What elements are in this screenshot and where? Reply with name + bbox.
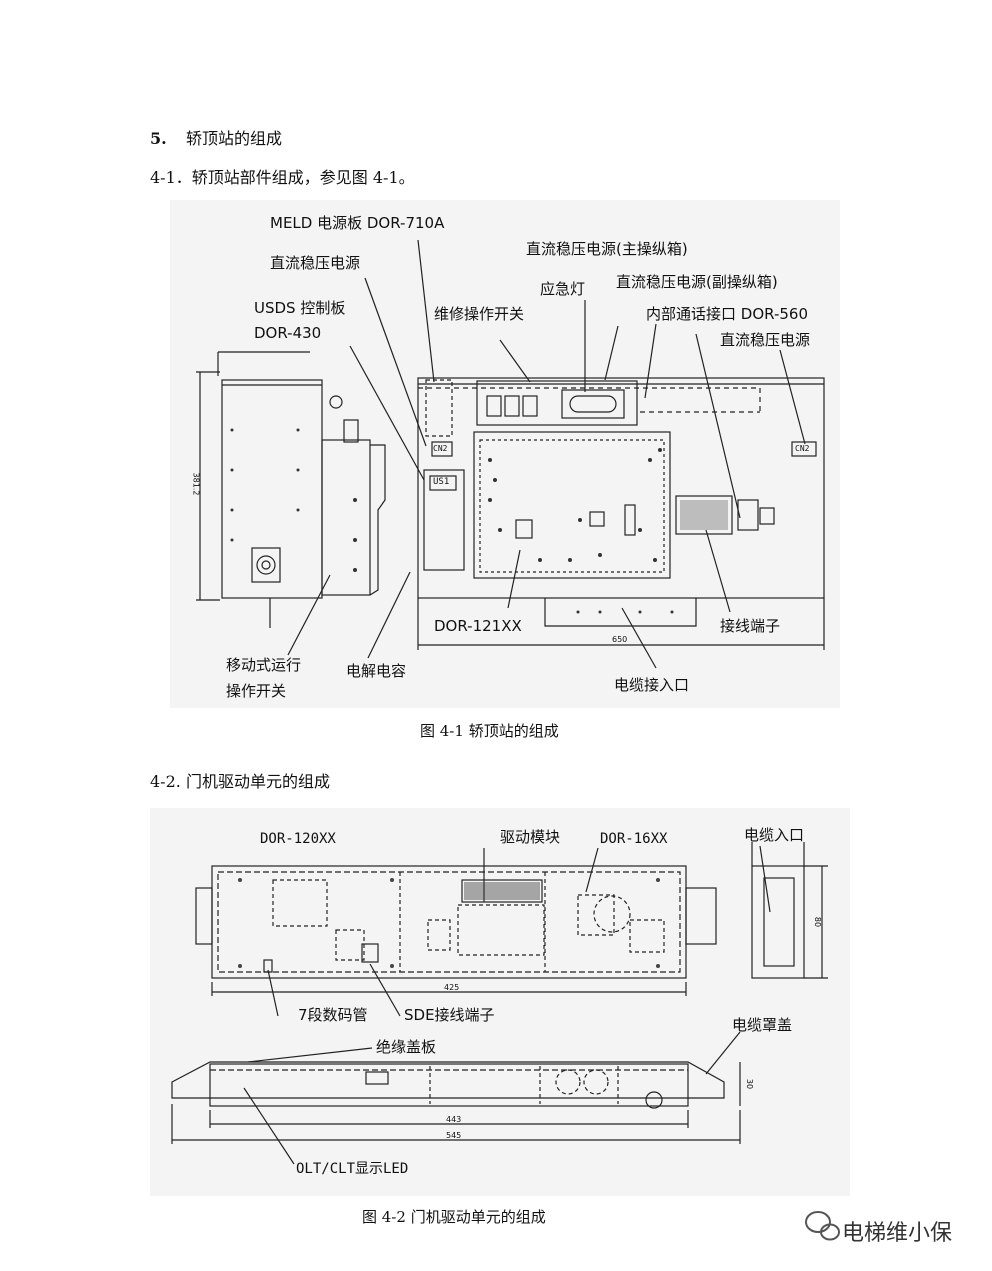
label-us1: US1 bbox=[433, 477, 450, 487]
dimension-425: 425 bbox=[444, 983, 460, 992]
figure-1-background bbox=[170, 200, 840, 708]
label-cable-inlet: 电缆接入口 bbox=[614, 676, 690, 694]
dimension-width: 650 bbox=[612, 635, 628, 644]
label-7-segment-display: 7段数码管 bbox=[298, 1006, 368, 1024]
label-cable-entry: 电缆入口 bbox=[744, 826, 805, 844]
figure-2-background bbox=[150, 808, 850, 1196]
label-dc-power-main: 直流稳压电源(主操纵箱) bbox=[526, 240, 688, 258]
label-intercom: 内部通话接口 DOR-560 bbox=[646, 305, 808, 323]
subsection-4-1: 4-1．轿顶站部件组成，参见图 4-1。 bbox=[150, 168, 415, 187]
label-mobile-switch-1: 移动式运行 bbox=[226, 656, 302, 674]
section-title: 轿顶站的组成 bbox=[186, 129, 283, 148]
label-mobile-switch-2: 操作开关 bbox=[226, 682, 287, 700]
label-dc-power-right: 直流稳压电源 bbox=[720, 331, 811, 349]
dimension-443: 443 bbox=[446, 1115, 462, 1124]
label-dor-120xx: DOR-120XX bbox=[260, 831, 336, 847]
subsection-4-2: 4-2. 门机驱动单元的组成 bbox=[150, 772, 330, 791]
label-cable-cover: 电缆罩盖 bbox=[732, 1016, 793, 1034]
label-capacitor: 电解电容 bbox=[346, 662, 407, 680]
label-terminal: 接线端子 bbox=[720, 617, 781, 635]
section-number: 5. bbox=[150, 129, 167, 148]
label-cn2-right: CN2 bbox=[795, 444, 810, 453]
label-cn2-left: CN2 bbox=[433, 444, 448, 453]
label-dc-power-sub: 直流稳压电源(副操纵箱) bbox=[616, 273, 778, 291]
dimension-545: 545 bbox=[446, 1131, 462, 1140]
figure-2-caption: 图 4-2 门机驱动单元的组成 bbox=[362, 1208, 546, 1226]
label-emergency-light: 应急灯 bbox=[540, 280, 586, 298]
label-insulation-cover: 绝缘盖板 bbox=[376, 1038, 437, 1056]
label-olt-clt-led: OLT/CLT显示LED bbox=[296, 1161, 409, 1177]
label-dc-power-left: 直流稳压电源 bbox=[270, 254, 361, 272]
label-maintenance-switch: 维修操作开关 bbox=[434, 305, 525, 323]
label-usds-board-1: USDS 控制板 bbox=[254, 299, 346, 317]
label-dor-121xx: DOR-121XX bbox=[434, 617, 522, 635]
watermark-text: 电梯维小保 bbox=[842, 1221, 953, 1246]
label-drive-module: 驱动模块 bbox=[500, 828, 561, 846]
figure-1-caption: 图 4-1 轿顶站的组成 bbox=[420, 722, 559, 740]
label-dor-16xx: DOR-16XX bbox=[600, 831, 668, 847]
label-usds-board-2: DOR-430 bbox=[254, 324, 322, 342]
label-meld-power-board: MELD 电源板 DOR-710A bbox=[270, 214, 445, 232]
label-sde-terminal: SDE接线端子 bbox=[404, 1006, 495, 1024]
